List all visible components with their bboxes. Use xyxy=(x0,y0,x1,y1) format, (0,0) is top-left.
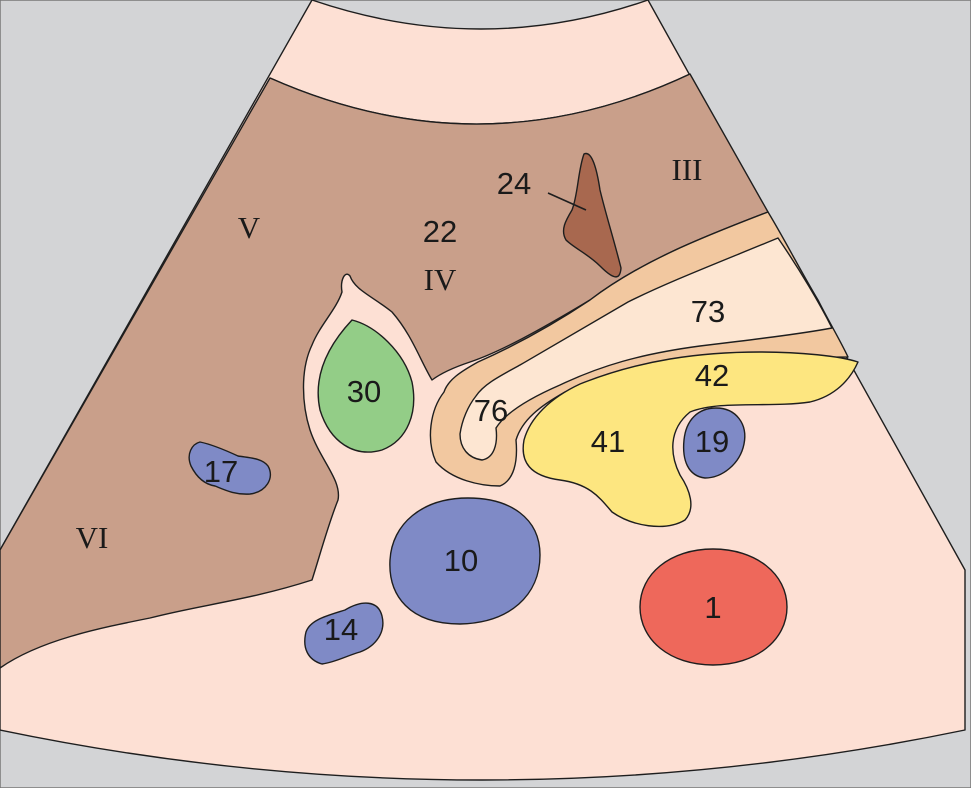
label-segment-iii: III xyxy=(672,152,703,187)
label-splenic-vein: 19 xyxy=(695,424,729,459)
aorta xyxy=(639,548,788,666)
label-portal-branch: 14 xyxy=(324,612,358,647)
pancreas xyxy=(522,351,859,528)
label-segment-iv: IV xyxy=(424,262,457,297)
ligamentum-teres-pointer xyxy=(547,192,587,211)
label-hepatic-vein: 17 xyxy=(204,454,238,489)
label-ivc: 10 xyxy=(444,543,478,578)
label-duodenum: 76 xyxy=(474,393,508,428)
label-ligamentum-teres: 24 xyxy=(497,166,531,201)
splenic-vein xyxy=(682,407,746,479)
label-segment-v: V xyxy=(238,210,261,245)
label-aorta: 1 xyxy=(704,590,721,625)
portal-vein-branch xyxy=(304,602,384,665)
label-gallbladder: 30 xyxy=(347,374,381,409)
gallbladder xyxy=(317,319,415,453)
label-stomach: 73 xyxy=(691,294,725,329)
hepatic-vessel-17 xyxy=(188,441,272,495)
label-quadrate-lobe: 22 xyxy=(423,214,457,249)
label-pancreas-body: 42 xyxy=(695,358,729,393)
inferior-vena-cava xyxy=(389,497,541,625)
stomach-lumen xyxy=(459,237,833,461)
label-pancreas-head: 41 xyxy=(591,424,625,459)
label-segment-vi: VI xyxy=(76,520,109,555)
ligamentum-teres xyxy=(562,152,622,278)
